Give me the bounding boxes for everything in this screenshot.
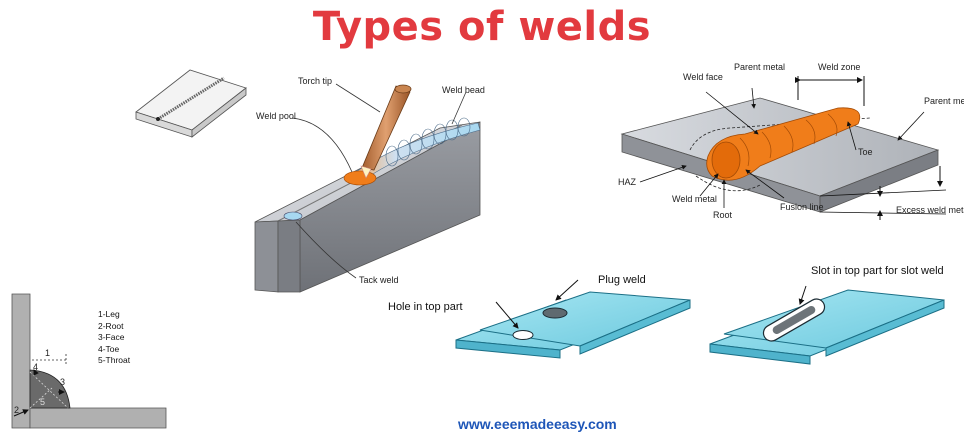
page-title: Types of welds: [312, 4, 652, 50]
butt-weld-plate-sketch: [135, 69, 247, 138]
weld-zone-label: Weld zone: [818, 62, 860, 72]
fillet-marker-4: 4: [33, 362, 38, 372]
legend-item-leg: 1-Leg: [98, 309, 120, 319]
parent-metal-right-label: Parent metal: [924, 96, 964, 106]
root-label: Root: [713, 210, 733, 220]
torch-tip-label: Torch tip: [298, 76, 332, 86]
torch-welding-diagram: Torch tip Weld pool Weld bead Tack weld: [254, 76, 485, 293]
weld-zone-diagram: Weld face Parent metal Weld zone Parent …: [618, 62, 964, 220]
legend-item-throat: 5-Throat: [98, 355, 131, 365]
fillet-marker-2: 2: [14, 405, 19, 415]
slot-weld-label-text: Slot in top part for slot weld: [811, 265, 944, 277]
weld-bead-label: Weld bead: [442, 85, 485, 95]
fusion-line-label: Fusion line: [780, 202, 824, 212]
haz-label: HAZ: [618, 177, 637, 187]
slot-weld-label: Slot in top part for slot weld: [811, 265, 944, 277]
hole-in-top-part-label: Hole in top part: [388, 301, 463, 313]
fillet-marker-3: 3: [60, 377, 65, 387]
tack-weld-spot: [283, 211, 303, 221]
legend-item-toe: 4-Toe: [98, 343, 120, 354]
weld-pool-label: Weld pool: [256, 111, 296, 121]
website-link[interactable]: www.eeemadeeasy.com: [458, 416, 617, 432]
torch: [360, 84, 412, 179]
fillet-marker-1: 1: [45, 348, 50, 358]
fillet-weld-diagram: 1 2 3 4 5: [11, 293, 167, 429]
plug-weld-label: Plug weld: [598, 274, 646, 286]
weld-face-label: Weld face: [683, 72, 723, 82]
parent-metal-top-label: Parent metal: [734, 62, 785, 72]
weld-zone-bead: [706, 107, 861, 181]
slot-weld-diagram: Slot in top part for slot weld: [709, 265, 945, 365]
weld-metal-label: Weld metal: [672, 194, 717, 204]
weld-bead: [349, 122, 481, 185]
legend-item-root: 2-Root: [98, 320, 124, 331]
fillet-legend: 1-Leg 2-Root 3-Face 4-Toe 5-Throat: [98, 309, 130, 367]
tack-weld-label: Tack weld: [359, 275, 399, 285]
toe-label: Toe: [858, 147, 873, 157]
excess-weld-metal-label: Excess weld metal: [896, 205, 964, 215]
plug-weld-diagram: Plug weld Hole in top part: [388, 274, 691, 359]
weld-pool: [343, 170, 377, 186]
fillet-marker-5: 5: [40, 397, 45, 407]
legend-item-face: 3-Face: [98, 332, 125, 342]
